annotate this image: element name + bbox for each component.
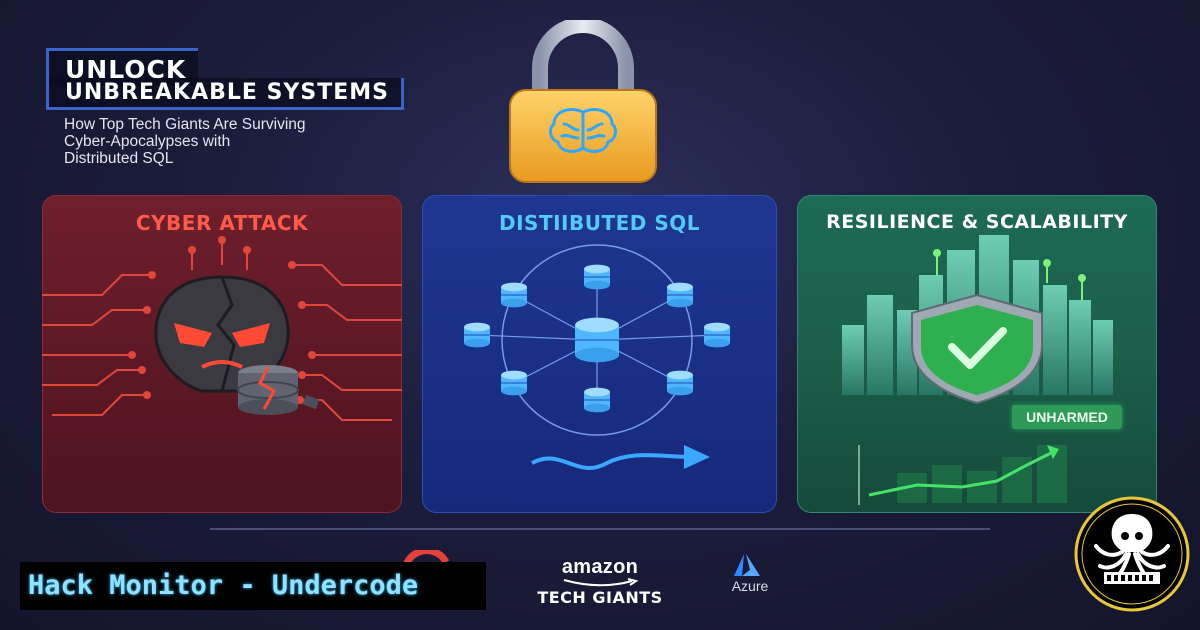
resilience-title: RESILIENCE & SCALABILITY xyxy=(826,211,1128,233)
amazon-smile-icon xyxy=(563,578,639,587)
node-database-icon xyxy=(501,282,527,308)
distributed-sql-panel: DISTIIBUTED SQL xyxy=(422,195,777,513)
tech-giants-label: TECH GIANTS xyxy=(537,588,663,607)
unharmed-badge: UNHARMED xyxy=(1012,405,1122,429)
cyber-attack-panel: CYBER ATTACK xyxy=(42,195,402,513)
node-database-icon xyxy=(704,322,730,348)
hacker-mask-icon xyxy=(42,236,402,421)
subtitle-line-3: Distributed SQL xyxy=(64,150,174,167)
flow-arrow xyxy=(531,453,693,470)
flow-arrow-head xyxy=(684,445,710,469)
amazon-logo: amazon xyxy=(561,556,639,578)
distributed-sql-title: DISTIIBUTED SQL xyxy=(499,211,700,235)
brain-padlock-icon xyxy=(509,20,657,183)
azure-label: Azure xyxy=(731,578,769,594)
node-database-icon xyxy=(667,282,693,308)
cyber-attack-title: CYBER ATTACK xyxy=(135,211,309,235)
octopus-logo-icon xyxy=(1074,496,1190,612)
node-database-icon xyxy=(501,370,527,396)
node-database-icon xyxy=(667,370,693,396)
subtitle-line-2: Cyber-Apocalypses with xyxy=(64,133,231,150)
subtitle-line-1: How Top Tech Giants Are Surviving xyxy=(64,116,306,133)
database-network-icon xyxy=(464,244,730,470)
subtitle: How Top Tech Giants Are Surviving Cyber-… xyxy=(64,116,484,167)
node-database-icon xyxy=(584,387,610,413)
divider xyxy=(210,528,990,530)
title-line-2: UNBREAKABLE SYSTEMS xyxy=(46,78,404,110)
city-skyline-icon xyxy=(842,235,1113,505)
network-ring xyxy=(501,244,693,436)
resilience-panel: RESILIENCE & SCALABILITY UNHARMED xyxy=(797,195,1157,513)
node-database-icon xyxy=(584,264,610,290)
headline: UNLOCK UNBREAKABLE SYSTEMS How Top Tech … xyxy=(46,48,476,168)
central-database-icon xyxy=(575,317,619,363)
azure-logo-icon xyxy=(734,554,760,576)
node-database-icon xyxy=(464,322,490,348)
hack-monitor-banner: Hack Monitor - Undercode xyxy=(20,562,486,610)
